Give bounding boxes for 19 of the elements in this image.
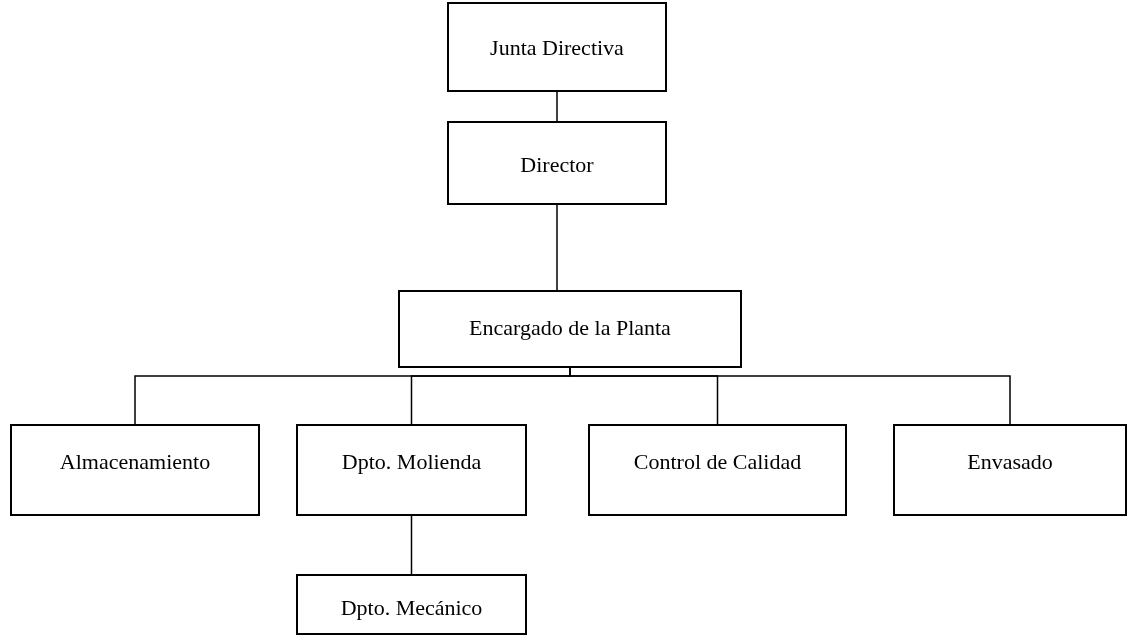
box-label: Encargado de la Planta — [469, 314, 671, 342]
box-label: Dpto. Mecánico — [340, 594, 483, 622]
org-box — [296, 574, 527, 635]
connector-line — [556, 204, 558, 291]
connector-line — [410, 515, 413, 575]
box-label: Almacenamiento — [59, 448, 211, 476]
org-box — [588, 424, 847, 516]
org-box — [447, 2, 667, 92]
box-label: Dpto. Molienda — [341, 448, 482, 476]
org-box — [296, 424, 527, 516]
box-label: Junta Directiva — [490, 34, 624, 62]
box-label: Director — [520, 151, 594, 179]
box-label: Envasado — [967, 448, 1053, 476]
org-box — [893, 424, 1127, 516]
org-box — [398, 290, 742, 368]
connector-line — [556, 91, 558, 122]
org-box — [447, 121, 667, 205]
box-label: Control de Calidad — [633, 448, 802, 476]
org-box — [10, 424, 260, 516]
